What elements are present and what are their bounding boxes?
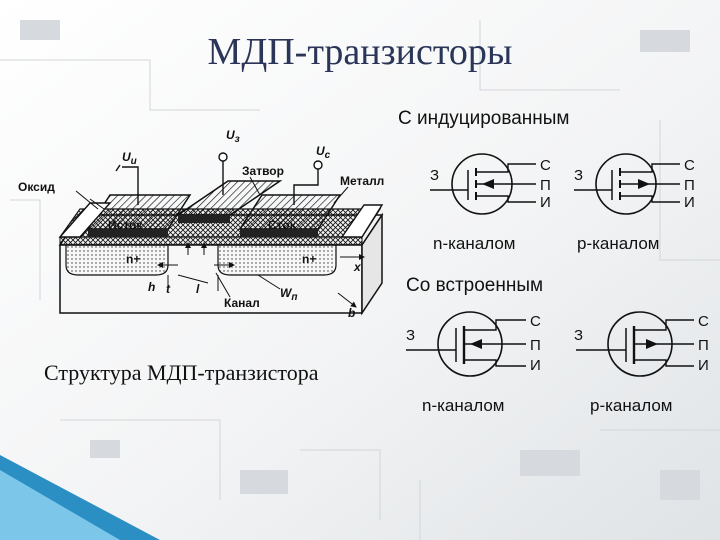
label-oxide: Оксид bbox=[18, 180, 55, 194]
n-plus-drain-region bbox=[217, 244, 337, 276]
drain-letter: П bbox=[530, 337, 541, 354]
slide-title: МДП-транзисторы bbox=[207, 31, 513, 73]
substrate-letter: И bbox=[540, 194, 551, 211]
symbol-induced-p-channel: З С П И bbox=[574, 153, 695, 215]
drain-metal bbox=[238, 194, 342, 237]
gate-letter: З bbox=[430, 167, 439, 184]
substrate-letter: И bbox=[684, 194, 695, 211]
label-h: h bbox=[148, 280, 155, 294]
source-letter: С bbox=[698, 313, 709, 330]
label-drain: Сток bbox=[268, 218, 297, 232]
substrate-letter: И bbox=[530, 357, 541, 374]
label-uz-sub: з bbox=[235, 134, 240, 145]
gate-letter: З bbox=[574, 327, 583, 344]
label-x-axis: x bbox=[353, 260, 362, 274]
label-source: Исток bbox=[108, 218, 143, 232]
svg-text:Uи: Uи bbox=[122, 150, 137, 167]
label-b-axis: b bbox=[348, 306, 355, 320]
drain-letter: П bbox=[698, 337, 709, 354]
label-ui-sub: и bbox=[131, 156, 137, 167]
svg-text:Wп: Wп bbox=[280, 286, 297, 303]
svg-text:Uc: Uc bbox=[316, 144, 331, 161]
label-uc-sub: c bbox=[325, 150, 331, 161]
label-wn: W bbox=[280, 286, 293, 300]
label-induced-p: p-каналом bbox=[577, 234, 660, 253]
gate-letter: З bbox=[574, 167, 583, 184]
source-letter: С bbox=[540, 157, 551, 174]
substrate-letter: И bbox=[698, 357, 709, 374]
drain-letter: П bbox=[684, 177, 695, 194]
label-induced-n: n-каналом bbox=[433, 234, 516, 253]
svg-text:Uз: Uз bbox=[226, 128, 240, 145]
gate-metal bbox=[175, 180, 283, 223]
n-plus-source-region bbox=[65, 244, 169, 276]
label-uz: U bbox=[226, 128, 235, 142]
label-channel: Канал bbox=[224, 296, 260, 310]
drain-letter: П bbox=[540, 177, 551, 194]
label-l: l bbox=[196, 282, 200, 296]
heading-builtin: Со встроенным bbox=[406, 275, 544, 296]
label-builtin-n: n-каналом bbox=[422, 396, 505, 415]
label-uc: U bbox=[316, 144, 325, 158]
label-builtin-p: p-каналом bbox=[590, 396, 673, 415]
mos-structure-diagram: Оксид Uи Uз Uc Затвор Металл Исток Сток … bbox=[18, 128, 384, 320]
symbol-builtin-p-channel: З С П И bbox=[574, 311, 709, 377]
source-letter: С bbox=[530, 313, 541, 330]
source-letter: С bbox=[684, 157, 695, 174]
label-gate: Затвор bbox=[242, 164, 284, 178]
structure-caption: Структура МДП-транзистора bbox=[44, 360, 319, 385]
label-metal: Металл bbox=[340, 174, 384, 188]
symbol-builtin-n-channel: З С П И bbox=[406, 311, 541, 377]
label-n-plus-right: n+ bbox=[302, 252, 316, 266]
gate-letter: З bbox=[406, 327, 415, 344]
heading-induced: С индуцированным bbox=[398, 108, 570, 129]
label-t: t bbox=[166, 282, 171, 296]
label-wn-sub: п bbox=[291, 292, 297, 303]
source-metal bbox=[86, 194, 192, 237]
label-ui: U bbox=[122, 150, 131, 164]
symbol-induced-n-channel: З С П И bbox=[430, 153, 551, 215]
label-n-plus-left: n+ bbox=[126, 252, 140, 266]
